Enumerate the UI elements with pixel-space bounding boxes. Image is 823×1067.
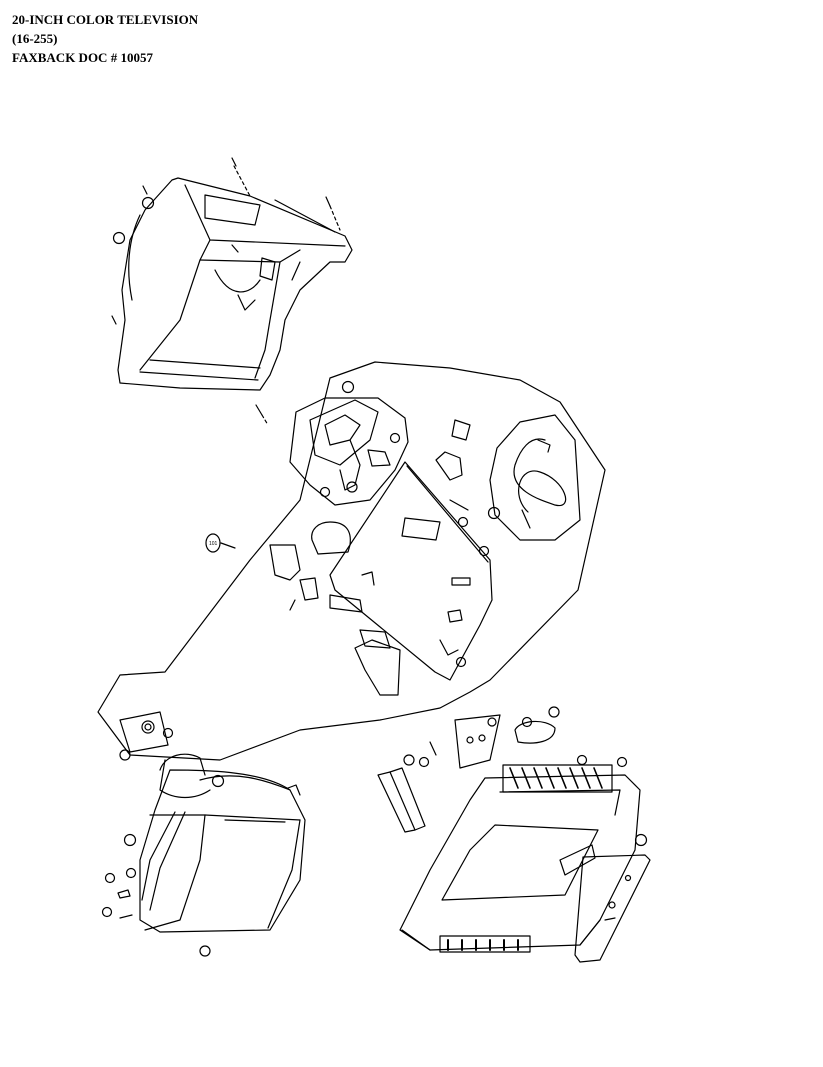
screw-bottom: [255, 404, 263, 416]
screw-left-top: [142, 185, 148, 195]
transformer-bracket: [269, 544, 301, 581]
speaker-grille: [502, 764, 613, 793]
tuner-bracket: [119, 711, 169, 753]
speaker-grille-hatch: [509, 767, 603, 789]
back-cabinet: [117, 177, 353, 391]
power-cord-boundary: [489, 414, 581, 541]
callout-tube: [123, 833, 137, 847]
power-cord: [513, 438, 567, 513]
callout-101: [205, 533, 221, 553]
callout-washer: [125, 867, 137, 879]
callout-trim: [403, 754, 415, 766]
callout-speaker: [521, 716, 533, 728]
screw-right: [325, 196, 331, 207]
callout-cabinet: [112, 231, 126, 245]
header-model-number: (16-255): [12, 31, 58, 46]
board-bracket: [435, 451, 463, 481]
board-component-2: [451, 577, 471, 586]
vent-hatch: [447, 939, 519, 951]
front-cabinet: [399, 764, 641, 953]
flyback-transformer: [311, 521, 351, 555]
bracket-part: [367, 449, 391, 467]
crt-picture-tube: [139, 753, 306, 933]
document-header: 20-INCH COLOR TELEVISION (16-255) FAXBAC…: [12, 10, 198, 67]
screw-trim: [429, 741, 437, 756]
bracket-assembly-boundary: [289, 397, 409, 506]
front-control-panel: [574, 854, 651, 963]
callout-grille: [576, 754, 588, 766]
callout-screw-a: [104, 872, 116, 884]
callout-101-text: 101: [209, 541, 218, 547]
switch-board: [454, 714, 501, 769]
callout-cabinet-front: [616, 756, 628, 768]
speaker: [514, 720, 556, 744]
callout-bracket: [341, 380, 355, 394]
header-doc-number: FAXBACK DOC # 10057: [12, 50, 153, 65]
callout-degauss: [199, 945, 211, 957]
main-circuit-board: [329, 461, 493, 681]
rear-shield: [354, 639, 401, 696]
callout-tuner: [119, 749, 131, 761]
side-trim-strip: [377, 771, 416, 833]
callout-screw-b: [101, 906, 113, 918]
control-bracket: [309, 399, 379, 466]
front-screen-opening: [441, 824, 599, 901]
callout-switch-board: [548, 706, 560, 718]
callout-cabinet-screw: [141, 196, 155, 210]
callout-power-cord: [487, 506, 501, 520]
callout-control-panel: [634, 833, 648, 847]
callout-deflection-yoke: [211, 774, 225, 788]
bottom-vents: [439, 935, 531, 953]
chassis-assembly-boundary: [97, 361, 606, 761]
header-title: 20-INCH COLOR TELEVISION: [12, 12, 199, 27]
panel-button: [608, 901, 616, 909]
screw-top: [231, 157, 237, 167]
screw-left-bottom: [111, 315, 117, 325]
board-component: [401, 517, 441, 541]
heatsink-bracket: [329, 594, 363, 613]
